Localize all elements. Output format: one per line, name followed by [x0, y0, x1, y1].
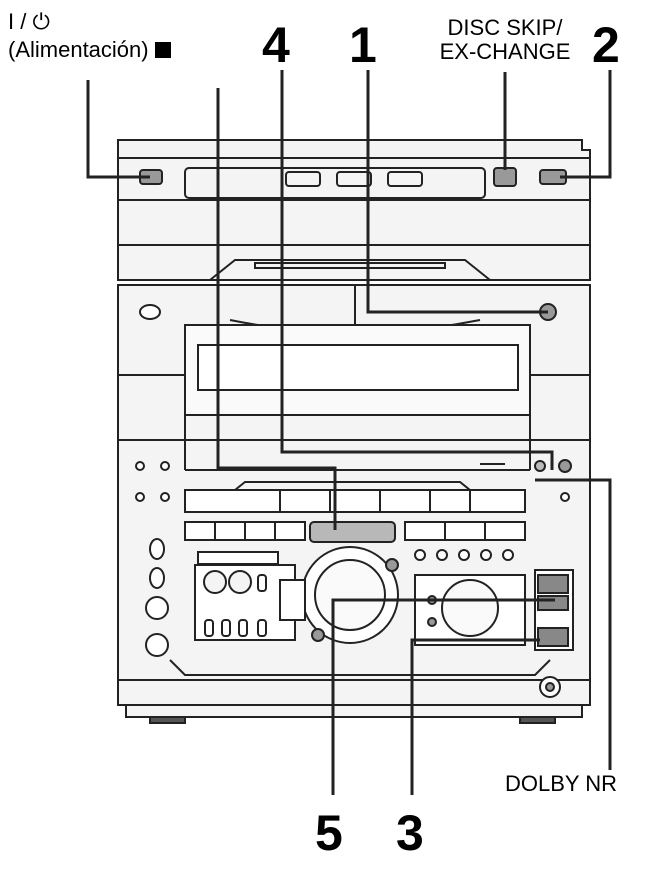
leader-3 [410, 638, 540, 795]
callout-2: 2 [592, 17, 620, 73]
slider-upper [537, 574, 569, 594]
cd-button-3 [387, 171, 423, 187]
stop-icon [154, 42, 171, 58]
power-icon: I / ⏻ [8, 9, 50, 34]
callout-1: 1 [349, 17, 377, 73]
cd-button-2 [336, 171, 372, 187]
leader-power [86, 80, 150, 179]
dolby-nr-button [558, 459, 572, 473]
slider-mid [537, 595, 569, 611]
disc-tray [184, 167, 486, 199]
callout-4: 4 [262, 17, 290, 73]
base [125, 704, 583, 718]
leader-5 [331, 598, 555, 795]
cd-button-1 [285, 171, 321, 187]
dolby-nr-label: DOLBY NR [505, 771, 618, 796]
disc-skip-button [493, 167, 517, 187]
leader-dolby [535, 478, 612, 770]
jog-dial [314, 559, 386, 631]
callout-5: 5 [315, 805, 343, 861]
slider-lower [537, 627, 569, 647]
leader-2 [560, 70, 612, 179]
callout-3: 3 [396, 805, 424, 861]
leader-4 [280, 70, 554, 470]
disc-skip-label: DISC SKIP/ EX-CHANGE [439, 15, 571, 64]
power-text-label: (Alimentación) [8, 38, 171, 62]
volume-knob [441, 579, 499, 637]
leader-stop [216, 88, 337, 530]
callout-lines [86, 70, 612, 795]
leader-1 [366, 70, 548, 314]
stop-button-highlight [309, 521, 396, 543]
power-label: I / ⏻ [8, 10, 50, 34]
